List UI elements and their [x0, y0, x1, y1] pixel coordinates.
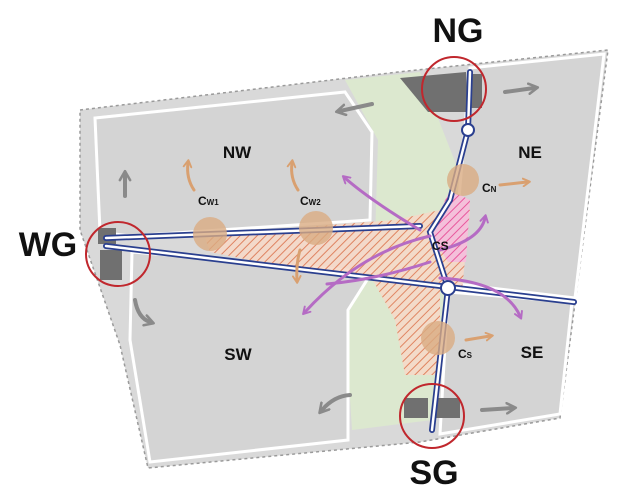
zone-label-northwest: NW [223, 143, 252, 162]
block-northwest [93, 90, 374, 238]
gate-ring-west [85, 221, 151, 287]
gate-label-west: WG [19, 226, 78, 264]
gate-label-north: NG [433, 12, 484, 50]
zone-label-southwest: SW [224, 345, 252, 364]
junction-north [461, 123, 475, 137]
center-label-middle: CS [432, 239, 449, 253]
building-south-gate-east [436, 398, 460, 418]
center-label-n: CN [482, 181, 497, 195]
center-node-n [447, 164, 479, 196]
building-north-gate [400, 72, 468, 112]
hatched-activity-zone [205, 210, 470, 375]
flow-arrows [302, 175, 523, 320]
zone-label-southeast: SE [521, 343, 544, 362]
building-south-gate-west [404, 398, 428, 418]
zone-label-northeast: NE [518, 143, 542, 162]
center-label-w2: CW2 [300, 194, 321, 208]
center-label-s: CS [458, 347, 473, 361]
building-west-gate-lower [100, 250, 122, 280]
gate-ring-south [399, 383, 465, 449]
gate-label-south: SG [409, 454, 458, 492]
center-node-w1 [193, 217, 227, 251]
center-node-s [421, 321, 455, 355]
expansion-arrows [118, 82, 540, 415]
center-node-w2 [299, 211, 333, 245]
center-label-w1: CW1 [198, 194, 219, 208]
gate-ring-north [421, 56, 487, 122]
junction-central [440, 280, 456, 296]
center-arrows [182, 159, 531, 342]
